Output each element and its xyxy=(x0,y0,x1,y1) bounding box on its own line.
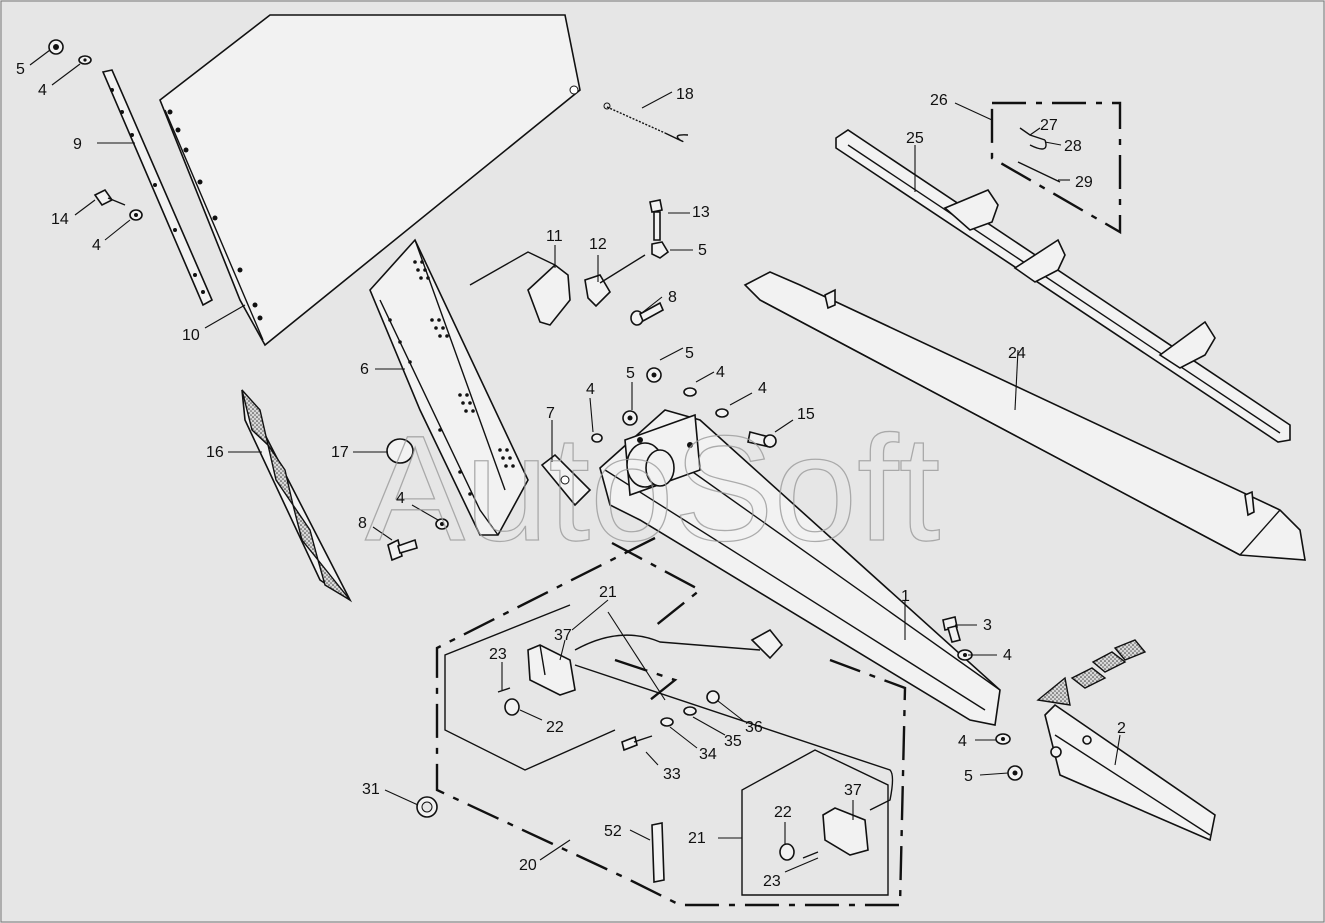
bolts-14-9-group xyxy=(630,199,670,326)
callout-4: 4 xyxy=(758,380,767,397)
fastener-group-33-36 xyxy=(621,690,720,752)
callout-21: 21 xyxy=(599,584,617,601)
callout-33: 33 xyxy=(663,766,681,783)
callout-19: 18 xyxy=(676,86,694,103)
callout-22: 22 xyxy=(546,719,564,736)
callout-8: 8 xyxy=(358,515,367,532)
callout-23: 23 xyxy=(489,646,507,663)
callout-13: 12 xyxy=(589,236,607,253)
callout-4: 4 xyxy=(92,237,101,254)
callout-31: 31 xyxy=(362,781,380,798)
fastener-group-drawbar-bottom xyxy=(942,616,1023,781)
callout-4: 4 xyxy=(1003,647,1012,664)
callout-37: 37 xyxy=(844,782,862,799)
callout-22: 22 xyxy=(774,804,792,821)
callout-5: 5 xyxy=(626,365,635,382)
lamp-kit-left xyxy=(444,604,894,811)
callout-16: 15 xyxy=(797,406,815,423)
callout-15: 14 xyxy=(51,211,69,228)
callout-5: 5 xyxy=(964,768,973,785)
callout-27: 27 xyxy=(1040,117,1058,134)
callout-35: 35 xyxy=(724,733,742,750)
part-clamp xyxy=(416,796,438,818)
callout-17: 16 xyxy=(206,444,224,461)
callout-7: 7 xyxy=(546,405,555,422)
callout-24: 24 xyxy=(1008,345,1026,362)
callout-4: 4 xyxy=(396,490,405,507)
callout-5: 5 xyxy=(685,345,694,362)
callout-5: 5 xyxy=(16,61,25,78)
bolt-8-group xyxy=(387,518,449,562)
callout-4: 4 xyxy=(586,381,595,398)
callout-29: 29 xyxy=(1075,174,1093,191)
kit-outline-20 xyxy=(435,536,907,907)
callout-4: 4 xyxy=(716,364,725,381)
part-plug xyxy=(386,438,414,464)
fastener-group-top-left xyxy=(48,39,143,221)
callout-25: 25 xyxy=(906,130,924,147)
part-strip xyxy=(101,69,214,307)
callout-11: 10 xyxy=(182,327,200,344)
part-beam-24 xyxy=(743,271,1306,561)
callout-36: 36 xyxy=(745,719,763,736)
callout-9: 8 xyxy=(668,289,677,306)
part-brace xyxy=(369,238,529,536)
callout-34: 34 xyxy=(699,746,717,763)
watermark-text: AutoSoft xyxy=(365,404,940,572)
callout-52: 52 xyxy=(604,823,622,840)
part-drawbar xyxy=(599,409,1001,726)
callout-21: 21 xyxy=(688,830,706,847)
lamp-kit-right xyxy=(741,749,889,896)
callout-18: 17 xyxy=(331,444,349,461)
part-beam-25 xyxy=(835,129,1291,443)
callout-10: 9 xyxy=(73,136,82,153)
callout-20: 20 xyxy=(519,857,537,874)
callout-4: 4 xyxy=(958,733,967,750)
kit-outline-20-inner xyxy=(611,541,703,631)
callout-28: 28 xyxy=(1064,138,1082,155)
part-reflector-strip xyxy=(241,389,353,603)
part-stud xyxy=(651,822,665,883)
part-bracket-plate xyxy=(540,433,603,507)
callout-5: 5 xyxy=(698,242,707,259)
bracket-12-13-group xyxy=(469,251,646,326)
part-spring xyxy=(603,102,689,143)
callout-1: 1 xyxy=(901,588,910,605)
callout-3: 3 xyxy=(983,617,992,634)
callout-26: 26 xyxy=(930,92,948,109)
callout-14: 13 xyxy=(692,204,710,221)
part-plate-2 xyxy=(1036,639,1216,842)
callout-4: 4 xyxy=(38,82,47,99)
callout-37: 37 xyxy=(554,627,572,644)
callout-2: 2 xyxy=(1117,720,1126,737)
callout-12: 11 xyxy=(546,228,563,245)
fastener-group-drawbar-top xyxy=(622,367,777,448)
callout-labels: 5 4 9 14 4 10 18 11 12 13 5 8 6 7 4 5 5 … xyxy=(16,61,1126,890)
callout-6: 6 xyxy=(360,361,369,378)
part-flap xyxy=(159,14,581,347)
callout-23: 23 xyxy=(763,873,781,890)
leader-lines xyxy=(29,49,1121,873)
